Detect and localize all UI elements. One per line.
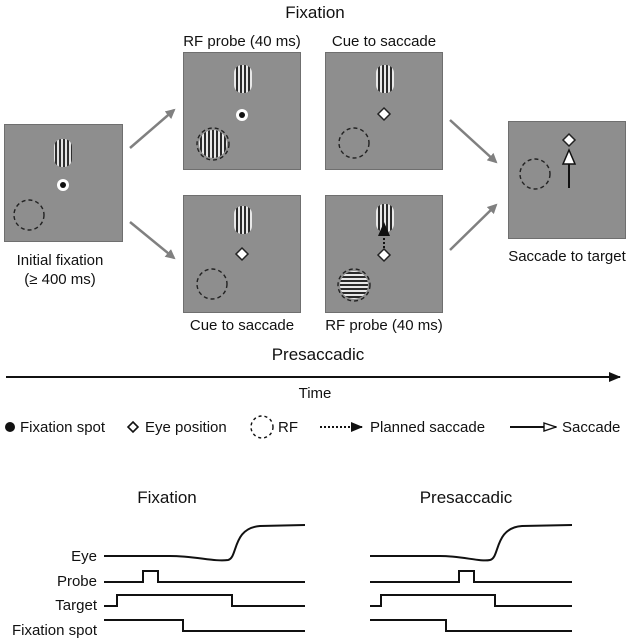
initial-fixation-caption-2: (≥ 400 ms) [24,271,96,288]
rf-probe-grating [340,271,368,299]
eye-position-icon [561,132,577,148]
grating-stimulus [376,204,394,232]
trace-label-eye: Eye [71,548,97,565]
time-axis-label: Time [298,385,332,402]
initial-fixation-panel [4,124,123,242]
presaccadic-cue-panel [183,195,301,313]
fixation-cue-panel [325,52,443,170]
legend-eye-position: Eye position [145,419,227,436]
fixation-condition-title: Fixation [285,3,345,22]
fixation-spot-icon [60,182,66,188]
presaccadic-rf-probe-label: RF probe (40 ms) [325,317,443,334]
rf-circle-icon [13,199,45,231]
rf-legend-icon [250,415,274,439]
presaccadic-spot-trace [370,619,572,632]
rf-circle-icon [338,127,370,159]
legend-fixation-spot: Fixation spot [20,419,106,436]
eye-position-legend-icon [126,420,140,434]
rf-probe-grating [199,130,227,158]
trace-label-fixation-spot: Fixation spot [11,622,97,639]
fixation-probe-trace [104,570,305,583]
fixation-target-trace [104,594,305,607]
trace-label-target: Target [55,597,97,614]
rf-circle-icon [337,268,371,302]
eye-position-icon [234,246,250,262]
eye-position-icon [376,247,392,263]
presaccadic-condition-title: Presaccadic [271,345,365,364]
trace-label-probe: Probe [56,573,97,590]
fixation-spot-trace [104,619,305,632]
presaccadic-eye-trace [370,524,573,562]
initial-fixation-caption-1: Initial fixation [16,252,104,269]
saccade-to-target-caption: Saccade to target [508,248,626,265]
fixation-eye-trace [104,524,306,562]
fixation-traces [104,524,306,632]
rf-circle-icon [196,127,230,161]
fixation-spot-icon [239,112,245,118]
legend-rf: RF [278,419,298,436]
grating-stimulus [234,65,252,93]
eye-position-icon [376,106,392,122]
fixation-spot-legend-icon [5,422,15,432]
arrow-from-fixation-cue [449,119,498,164]
presaccadic-cue-label: Cue to saccade [189,317,295,334]
presaccadic-target-trace [370,594,572,607]
arrow-to-presaccadic-cue [129,221,176,260]
fixation-cue-label: Cue to saccade [331,33,437,50]
presaccadic-probe-trace [370,570,572,583]
traces-fixation-title: Fixation [137,488,197,507]
fixation-rf-probe-label: RF probe (40 ms) [183,33,301,50]
legend-planned-saccade: Planned saccade [370,419,486,436]
presaccadic-rf-probe-panel [325,195,443,313]
arrow-to-fixation-probe [129,108,176,149]
fixation-rf-probe-panel [183,52,301,170]
saccade-arrowhead [561,148,577,165]
rf-circle-icon [196,268,228,300]
rf-circle-icon [519,158,551,190]
traces-presaccadic-title: Presaccadic [419,488,513,507]
arrow-from-presaccadic-probe [449,203,498,251]
presaccadic-traces [370,524,573,632]
planned-saccade-arrowhead [378,222,390,236]
saccade-to-target-panel [508,121,626,239]
grating-stimulus [376,65,394,93]
legend-saccade: Saccade [562,419,621,436]
grating-stimulus [234,206,252,234]
grating-stimulus [54,139,72,167]
